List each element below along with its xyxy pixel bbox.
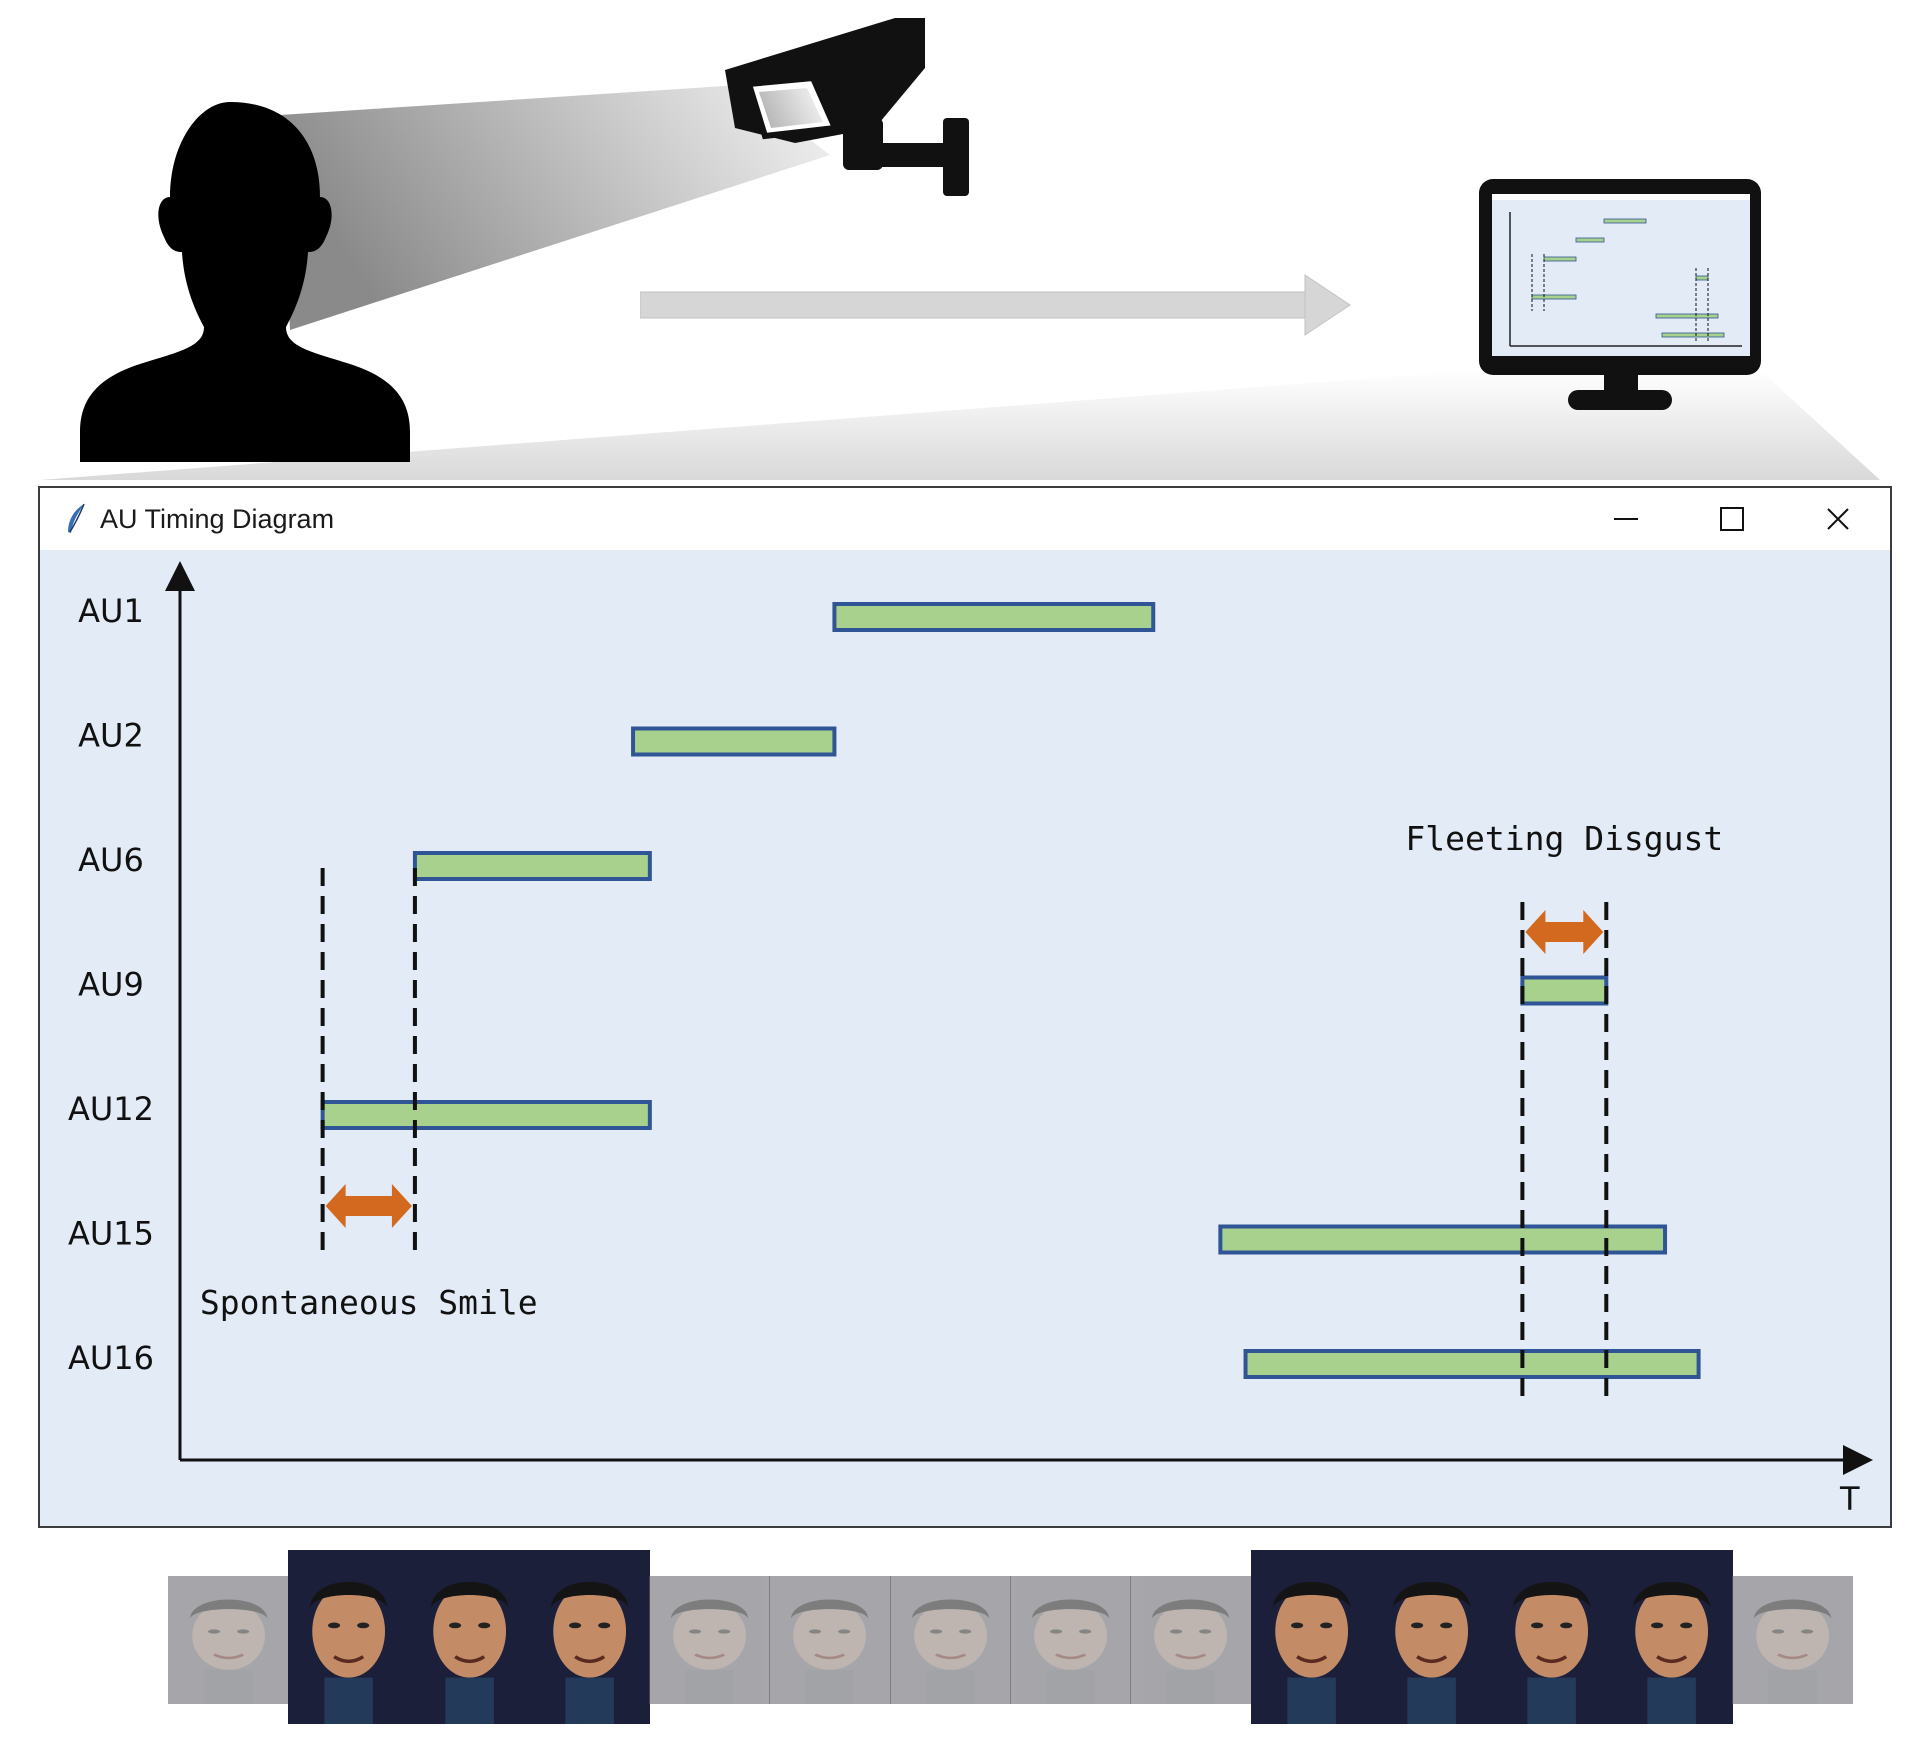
face-icon [1633,1581,1711,1724]
row-label-au15: AU15 [68,1215,154,1253]
face-frame [408,1550,530,1724]
face-frame [1731,1576,1853,1704]
face-icon [670,1599,749,1704]
duration-arrow [1525,910,1604,954]
face-frame [1130,1576,1252,1704]
annotation-label: Fleeting Disgust [1405,819,1723,858]
close-button[interactable] [1786,488,1890,550]
bar-au6 [412,851,652,881]
face-icon [1512,1581,1591,1724]
maximize-icon [1720,507,1744,531]
close-icon [1827,508,1849,530]
row-label-au1: AU1 [78,592,144,630]
minimize-button[interactable] [1574,488,1678,550]
monitor-icon [1479,179,1761,410]
row-label-au12: AU12 [68,1090,154,1128]
bar-au15 [1218,1224,1668,1255]
face-icon [550,1581,629,1724]
person-silhouette [80,102,410,462]
bar-au1 [832,602,1156,632]
window-title: AU Timing Diagram [100,503,335,534]
duration-arrow [325,1184,412,1228]
face-icon [1272,1581,1351,1724]
feather-icon [68,503,85,533]
annotation-label: Spontaneous Smile [200,1283,538,1322]
row-label-au9: AU9 [78,966,144,1004]
bar-au2 [631,726,837,757]
face-icon [430,1581,509,1724]
face-frame [288,1550,410,1724]
face-frame [889,1576,1011,1704]
bar-au12 [320,1100,652,1130]
face-icon [1152,1599,1230,1704]
face-frame [1611,1550,1733,1724]
face-icon [1753,1599,1832,1704]
face-frame [1010,1576,1132,1704]
face-frame [168,1576,290,1704]
bar-au16 [1243,1349,1701,1379]
title-bar[interactable]: AU Timing Diagram [40,488,1890,550]
face-icon [310,1581,388,1724]
row-label-au2: AU2 [78,717,144,755]
maximize-button[interactable] [1680,488,1784,550]
face-icon [911,1599,990,1704]
face-frame [1250,1550,1372,1724]
face-frame [649,1576,771,1704]
row-label-au16: AU16 [68,1339,154,1377]
camera-view-cone [40,85,1880,480]
x-axis-label: T [1839,1480,1860,1518]
annotations: Spontaneous Smile Fleeting Disgust [200,819,1723,1402]
face-icon [1392,1581,1471,1724]
interval-bars [320,602,1701,1379]
axes: T [165,561,1873,1518]
minimize-icon [1614,518,1638,520]
face-frame [769,1576,891,1704]
row-label-au6: AU6 [78,841,144,879]
face-icon [791,1599,869,1704]
face-icon [1031,1599,1110,1704]
flow-arrow [640,274,1351,336]
security-camera-icon [725,18,969,196]
face-icon [189,1599,268,1704]
bar-au9 [1520,975,1609,1006]
face-frame [528,1550,651,1724]
face-frame [1370,1550,1493,1724]
face-frame [1491,1550,1613,1724]
